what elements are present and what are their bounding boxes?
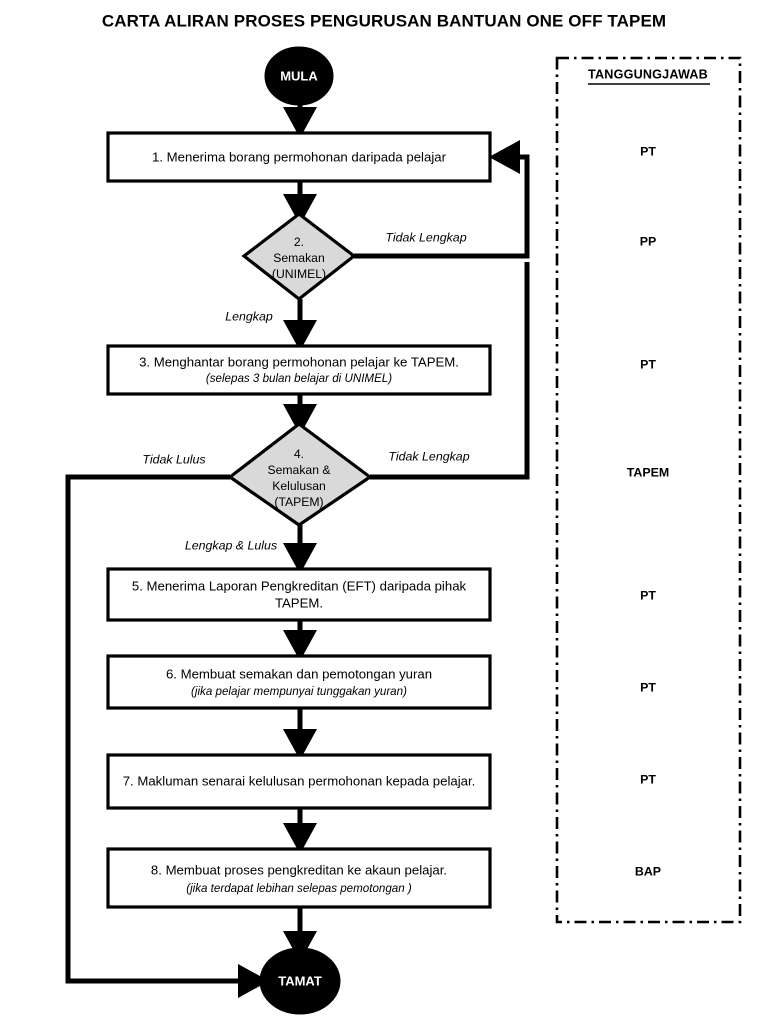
process-step-5-shape <box>106 567 492 622</box>
branch-label-d4-lengkap-lulus: Lengkap & Lulus <box>185 538 277 552</box>
responsibility-item-3: PT <box>640 357 656 371</box>
process-step-1-label: 1. Menerima borang permohonan daripada p… <box>152 149 447 164</box>
responsibility-item-6: PT <box>640 680 656 694</box>
decision-step-2[interactable]: 2. Semakan (UNIMEL) <box>241 211 357 302</box>
branch-label-d2-tidak-lengkap: Tidak Lengkap <box>385 230 466 244</box>
decision-step-4-line1: 4. <box>294 447 304 461</box>
process-step-1-shape <box>106 131 492 183</box>
decision-step-4-line4: (TAPEM) <box>274 495 323 509</box>
process-step-5-label-line2: TAPEM. <box>275 595 323 610</box>
decision-step-2-line1: 2. <box>294 235 304 249</box>
branch-label-d4-tidak-lulus: Tidak Lulus <box>142 452 205 466</box>
responsibility-panel: TANGGUNGJAWAB PT PP PT TAPEM PT PT PT BA… <box>555 56 742 924</box>
process-step-5[interactable]: 5. Menerima Laporan Pengkreditan (EFT) d… <box>106 567 492 622</box>
process-step-3[interactable]: 3. Menghantar borang permohonan pelajar … <box>106 344 492 396</box>
decision-step-4-shape <box>227 421 373 527</box>
terminal-end-label: TAMAT <box>278 973 322 988</box>
connector-decision4-tidak-lengkap-loop <box>370 262 530 480</box>
process-step-3-sublabel: (selepas 3 bulan belajar di UNIMEL) <box>206 372 392 385</box>
responsibility-item-2: PP <box>640 234 657 248</box>
process-step-6-label: 6. Membuat semakan dan pemotongan yuran <box>166 666 432 681</box>
connector-decision4-tidak-lulus-to-end <box>65 474 269 998</box>
terminal-start-shape <box>264 46 334 106</box>
process-step-6-sublabel: (jika pelajar mempunyai tunggakan yuran) <box>191 685 407 698</box>
process-step-8-sublabel: (jika terdapat lebihan selepas pemotonga… <box>186 882 412 895</box>
connector-decision2-tidak-lengkap-loop <box>354 140 530 259</box>
branch-label-d4-tidak-lengkap: Tidak Lengkap <box>388 449 469 463</box>
responsibility-item-5: PT <box>640 588 656 602</box>
responsibility-panel-border <box>555 56 742 924</box>
process-step-8[interactable]: 8. Membuat proses pengkreditan ke akaun … <box>106 847 492 909</box>
decision-step-2-shape <box>241 211 357 302</box>
process-step-1[interactable]: 1. Menerima borang permohonan daripada p… <box>106 131 492 183</box>
responsibility-item-8: BAP <box>635 864 661 878</box>
terminal-start-label: MULA <box>280 68 318 83</box>
process-step-7[interactable]: 7. Makluman senarai kelulusan permohonan… <box>106 753 492 810</box>
decision-step-2-line2: Semakan <box>273 251 325 265</box>
process-step-7-shape <box>106 753 492 810</box>
branch-label-d2-lengkap: Lengkap <box>225 309 273 323</box>
process-step-6-shape <box>106 654 492 710</box>
terminal-start[interactable]: MULA <box>264 46 334 106</box>
decision-step-4[interactable]: 4. Semakan & Kelulusan (TAPEM) <box>227 421 373 527</box>
process-step-8-shape <box>106 847 492 909</box>
process-step-8-label: 8. Membuat proses pengkreditan ke akaun … <box>151 862 447 877</box>
decision-step-4-line3: Kelulusan <box>272 479 326 493</box>
responsibility-item-1: PT <box>640 144 656 158</box>
decision-step-4-line2: Semakan & <box>267 463 330 477</box>
process-step-7-label: 7. Makluman senarai kelulusan permohonan… <box>123 773 476 788</box>
terminal-end[interactable]: TAMAT <box>259 947 341 1015</box>
responsibility-header: TANGGUNGJAWAB <box>588 67 708 81</box>
responsibility-item-7: PT <box>640 772 656 786</box>
process-step-3-shape <box>106 344 492 396</box>
process-step-5-label: 5. Menerima Laporan Pengkreditan (EFT) d… <box>132 578 467 593</box>
process-step-6[interactable]: 6. Membuat semakan dan pemotongan yuran … <box>106 654 492 710</box>
page-title: CARTA ALIRAN PROSES PENGURUSAN BANTUAN O… <box>102 11 666 30</box>
decision-step-2-line3: (UNIMEL) <box>272 267 326 281</box>
responsibility-item-4: TAPEM <box>627 465 669 479</box>
terminal-end-shape <box>259 947 341 1015</box>
process-step-3-label: 3. Menghantar borang permohonan pelajar … <box>139 354 459 369</box>
